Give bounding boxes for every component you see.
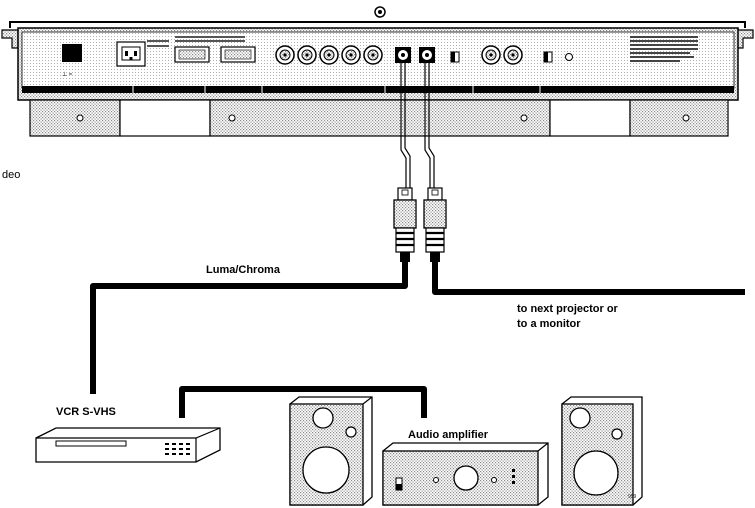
vcr-device: [35, 427, 221, 463]
svideo-thin-cables: [400, 63, 435, 190]
next-projector-cable: [432, 262, 745, 295]
side-text-label: deo: [2, 169, 21, 181]
svg-text:⊥ ≈: ⊥ ≈: [62, 71, 73, 78]
rgb-bnc-jacks: [275, 45, 383, 65]
audio-cable: [179, 386, 427, 418]
amplifier-label: Audio amplifier: [408, 429, 489, 441]
figure-number: 959: [628, 494, 637, 500]
video-bnc-jacks: [481, 45, 523, 65]
luma-chroma-label: Luma/Chroma: [206, 264, 280, 276]
svideo-plug-right: [423, 187, 447, 262]
audio-amplifier-device: [382, 442, 549, 506]
next-projector-label: to next projector or: [517, 303, 618, 315]
svideo-plug-left: [393, 187, 417, 262]
speaker-left: [289, 396, 373, 506]
luma-chroma-cable: [90, 262, 408, 394]
svideo-jacks: [395, 47, 435, 63]
speaker-right: [561, 396, 643, 506]
vcr-label: VCR S-VHS: [56, 406, 116, 418]
projector-rear-panel: ⊥ ≈: [1, 6, 754, 137]
mains-socket-icon: [116, 41, 146, 67]
monitor-label: to a monitor: [517, 318, 581, 330]
power-switch-icon: [62, 44, 82, 62]
